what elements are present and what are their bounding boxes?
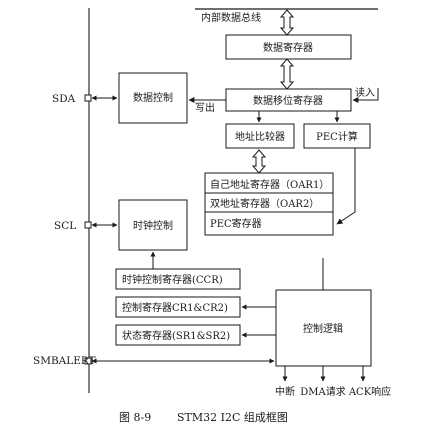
ack-label: ACK响应	[348, 385, 391, 398]
clock-control-label: 时钟控制	[133, 219, 173, 232]
data-register-to-shift-arrow	[279, 58, 295, 90]
read-in-arrow	[352, 88, 379, 103]
data-control-label: 数据控制	[133, 91, 173, 104]
ccr-label: 时钟控制寄存器(CCR)	[122, 273, 223, 286]
pec-register-label: PEC寄存器	[210, 217, 262, 230]
cr-label: 控制寄存器CR1&CR2)	[122, 301, 228, 314]
write-out-label: 写出	[195, 101, 215, 114]
data-shift-register-label: 数据移位寄存器	[253, 94, 323, 107]
read-in-label: 读入	[355, 86, 375, 99]
smbalert-pin-label: SMBALERT	[33, 355, 96, 367]
oar1-label: 自己地址寄存器（OAR1）	[210, 178, 329, 191]
bus-label: 内部数据总线	[201, 11, 261, 24]
smbalert-pin-icon	[84, 357, 92, 365]
dma-label: DMA请求	[300, 385, 345, 398]
control-logic-label: 控制逻辑	[303, 322, 343, 335]
figure-number: 图 8-9	[119, 411, 151, 424]
scl-pin-label: SCL	[54, 220, 76, 232]
pec-calc-to-register-arrow	[336, 148, 356, 225]
sda-pin-icon	[84, 94, 92, 102]
sr-label: 状态寄存器(SR1&SR2)	[122, 329, 230, 342]
bus-to-data-register-arrow	[279, 9, 295, 36]
data-control-box	[118, 72, 188, 124]
sda-pin-label: SDA	[52, 93, 76, 105]
pec-calc-label: PEC计算	[316, 130, 358, 143]
comparator-to-address-registers-arrow	[251, 149, 267, 174]
address-comparator-box	[225, 123, 295, 149]
data-register-box	[225, 34, 352, 60]
clock-control-box	[118, 199, 188, 251]
pec-calc-box	[303, 123, 371, 149]
address-registers-box	[204, 172, 334, 236]
figure-title: STM32 I2C 组成框图	[177, 410, 288, 424]
address-comparator-label: 地址比较器	[235, 130, 285, 143]
interrupt-label: 中断	[275, 385, 295, 398]
oar2-label: 双地址寄存器（OAR2）	[210, 197, 319, 210]
ccr-box	[115, 268, 241, 290]
scl-pin-icon	[84, 221, 92, 229]
sr-box	[115, 324, 241, 346]
cr-box	[115, 296, 241, 318]
data-register-label: 数据寄存器	[263, 41, 313, 54]
